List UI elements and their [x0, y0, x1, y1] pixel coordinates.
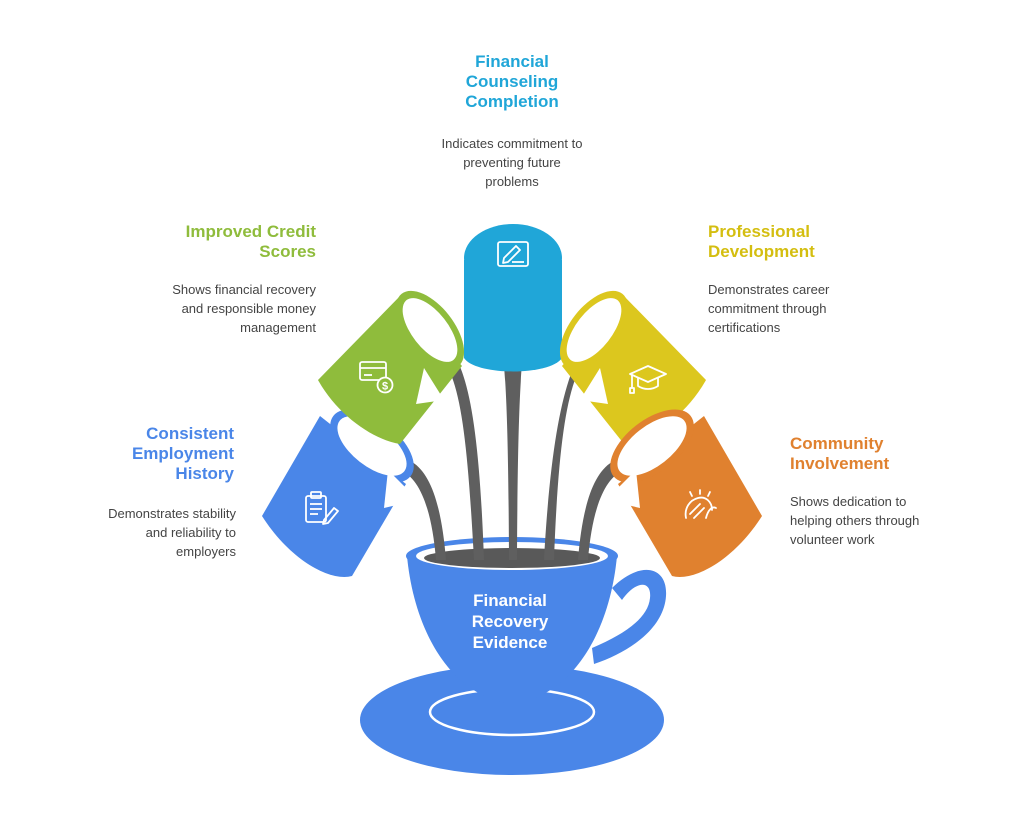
description-professional-development: Demonstrates career commitment through c…	[708, 282, 830, 335]
graduation-cap-icon	[629, 365, 667, 394]
signed-document-icon	[497, 241, 529, 267]
pitcher-financial-counseling	[464, 224, 562, 372]
description-community-involvement: Shows dedication to helping others throu…	[790, 494, 920, 547]
pour-streams	[400, 298, 624, 560]
pitcher-professional-development	[559, 290, 706, 444]
stream-community-involvement	[578, 462, 624, 560]
description-improved-credit: Shows financial recovery and responsible…	[172, 282, 316, 335]
pitcher-consistent-employment	[262, 409, 418, 577]
clipboard-icon	[305, 491, 339, 525]
svg-text:$: $	[382, 381, 388, 393]
helping-hands-icon	[684, 489, 717, 519]
pitcher-improved-credit: $	[318, 290, 465, 444]
title-professional-development: Professional Development	[708, 222, 815, 261]
title-consistent-employment: Consistent Employment History	[131, 424, 234, 483]
stream-professional-development	[544, 358, 582, 560]
title-improved-credit: Improved Credit Scores	[185, 222, 316, 261]
stream-financial-counseling	[486, 298, 540, 560]
pitcher-community-involvement	[606, 409, 762, 577]
center-title: Financial Recovery Evidence	[471, 591, 549, 652]
stream-improved-credit	[446, 358, 484, 560]
description-financial-counseling: Indicates commitment to preventing futur…	[441, 136, 583, 189]
credit-card-dollar-icon: $	[359, 361, 394, 394]
title-financial-counseling: Financial Counseling Completion	[465, 52, 559, 111]
title-community-involvement: Community Involvement	[790, 434, 890, 473]
stream-consistent-employment	[400, 462, 446, 560]
description-consistent-employment: Demonstrates stability and reliability t…	[108, 506, 236, 559]
cup-handle	[592, 569, 667, 664]
